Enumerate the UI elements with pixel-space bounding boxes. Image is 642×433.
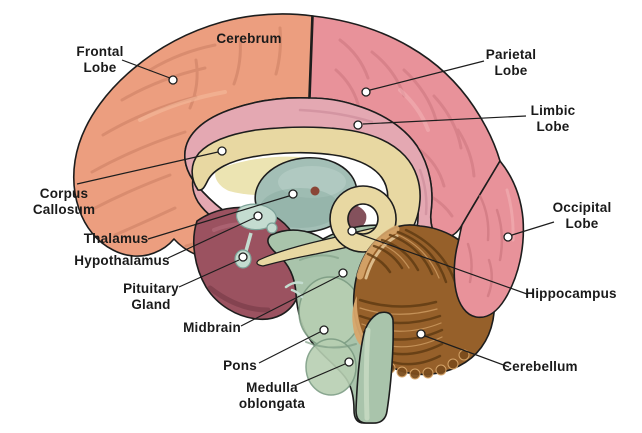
leader-line bbox=[240, 275, 340, 327]
parietal-gyri-decor bbox=[334, 38, 476, 218]
medulla-bulge bbox=[305, 338, 357, 396]
label-pons: Pons bbox=[223, 325, 329, 373]
fornix-ring bbox=[329, 185, 397, 253]
cerebellum-tan-rim bbox=[356, 225, 400, 280]
label-hippocampus: Hippocampus bbox=[347, 226, 617, 301]
leader-line bbox=[178, 259, 240, 288]
svg-text:Midbrain: Midbrain bbox=[183, 320, 241, 335]
svg-text:Hippocampus: Hippocampus bbox=[525, 286, 616, 301]
leader-line bbox=[295, 363, 346, 386]
choroid-sprig bbox=[284, 281, 304, 299]
leader-line bbox=[121, 59, 171, 79]
frontal-gyri-decor bbox=[90, 26, 282, 248]
pituitary-stalk bbox=[244, 232, 253, 252]
leader-line bbox=[424, 335, 510, 368]
leader-line bbox=[362, 115, 527, 125]
leader-marker bbox=[344, 357, 354, 367]
interthalamic-adhesion-dot bbox=[310, 186, 320, 196]
leader-marker bbox=[253, 211, 263, 221]
svg-text:Hypothalamus: Hypothalamus bbox=[74, 253, 169, 268]
leader-marker bbox=[288, 189, 298, 199]
label-thalamus: Thalamus bbox=[84, 189, 298, 246]
leader-marker bbox=[353, 120, 363, 130]
cerebellum-cut-crescent bbox=[352, 296, 371, 349]
leader-line bbox=[147, 195, 290, 240]
cerebellum-cream-rim bbox=[364, 234, 399, 280]
label-midbrain: Midbrain bbox=[183, 268, 348, 335]
leader-marker bbox=[361, 87, 371, 97]
frontal-highlight bbox=[138, 90, 227, 122]
leader-marker bbox=[319, 325, 329, 335]
svg-text:Cerebrum: Cerebrum bbox=[216, 31, 281, 46]
pons-bulge bbox=[298, 276, 362, 348]
leader-line bbox=[167, 217, 255, 259]
leader-marker bbox=[338, 268, 348, 278]
svg-text:Cerebellum: Cerebellum bbox=[502, 359, 578, 374]
spinal-cord bbox=[305, 311, 394, 424]
svg-text:Pons: Pons bbox=[223, 358, 257, 373]
svg-text:Thalamus: Thalamus bbox=[84, 231, 149, 246]
label-hypothalamus: Hypothalamus bbox=[74, 211, 263, 268]
leader-line bbox=[76, 151, 219, 185]
central-sulcus-line bbox=[308, 15, 313, 99]
cord-highlight bbox=[363, 327, 371, 421]
leader-line bbox=[258, 331, 321, 364]
pons-medulla-crease bbox=[305, 341, 357, 349]
leader-line bbox=[355, 232, 528, 295]
frontal-lobe-region bbox=[73, 13, 314, 261]
label-cerebrum: Cerebrum bbox=[216, 31, 281, 46]
label-cerebellum: Cerebellum bbox=[416, 329, 578, 374]
occipital-lobe-region bbox=[453, 160, 525, 319]
leader-marker bbox=[238, 252, 248, 262]
mammillary-body bbox=[266, 222, 278, 234]
leader-marker bbox=[347, 226, 357, 236]
leader-marker bbox=[416, 329, 426, 339]
occipital-grooves bbox=[466, 194, 504, 298]
temporal-shadow-stroke bbox=[207, 285, 271, 313]
midbrain-crease bbox=[299, 254, 339, 261]
leader-line bbox=[369, 60, 485, 91]
leader-line bbox=[511, 221, 555, 236]
leader-marker bbox=[503, 232, 513, 242]
parietal-highlight bbox=[398, 88, 430, 132]
leader-marker bbox=[217, 146, 227, 156]
occipital-highlight bbox=[505, 188, 515, 242]
leader-marker bbox=[168, 75, 178, 85]
thalamus-shadow bbox=[260, 188, 340, 228]
